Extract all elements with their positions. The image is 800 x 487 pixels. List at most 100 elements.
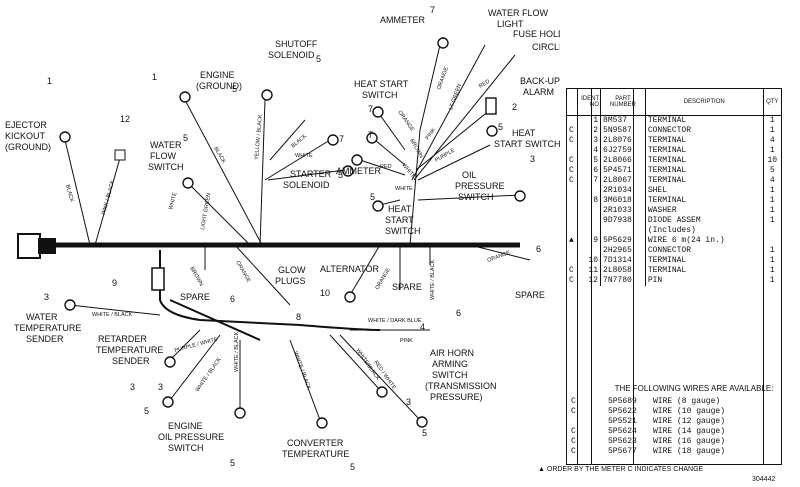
ident-number bbox=[580, 186, 602, 196]
wire-line bbox=[417, 194, 521, 201]
component-label: AMMETER bbox=[336, 166, 382, 176]
callout-number: 5 bbox=[350, 462, 355, 472]
callout-number: 5 bbox=[370, 192, 375, 202]
wire-color-label: ORANGE bbox=[234, 260, 251, 284]
description: TERMINAL bbox=[645, 136, 764, 146]
figure-number: 304442 bbox=[752, 476, 776, 483]
component-label: SHUTOFF bbox=[275, 39, 318, 49]
part-number: 2L8076 bbox=[600, 136, 646, 146]
ring-terminal bbox=[486, 125, 498, 137]
part-number: 2H2965 bbox=[600, 246, 646, 256]
ident-number: 3 bbox=[580, 136, 602, 146]
wire-line bbox=[184, 99, 263, 246]
ring-terminal bbox=[182, 177, 194, 189]
component-label: PRESSURE) bbox=[430, 392, 483, 402]
callout-number: 3 bbox=[130, 382, 135, 392]
parts-list-table: IDENT NO PART NUMBER DESCRIPTION QTY 18M… bbox=[566, 88, 782, 465]
wire-color-label: BROWN bbox=[408, 138, 424, 159]
wire-line bbox=[159, 250, 381, 331]
wire-color-label: PINK bbox=[400, 338, 413, 344]
part-number: 5P5521 bbox=[608, 417, 637, 426]
callout-number: 5 bbox=[422, 428, 427, 438]
component-label: ALTERNATOR bbox=[320, 264, 380, 274]
callout-number: 5 bbox=[232, 84, 237, 94]
description: WIRE (12 gauge) bbox=[653, 417, 726, 426]
change-mark: ▲ bbox=[569, 236, 574, 245]
ring-terminal bbox=[366, 132, 378, 144]
callout-number: 5 bbox=[144, 406, 149, 416]
callout-number: 7 bbox=[368, 104, 373, 114]
quantity: 1 bbox=[769, 196, 775, 205]
wire-color-label: WHITE / BLACK bbox=[292, 351, 312, 391]
wire-line bbox=[349, 244, 381, 296]
callout-number: 1 bbox=[152, 72, 157, 82]
quantity: 1 bbox=[769, 266, 775, 275]
col-ident: IDENT NO bbox=[580, 89, 602, 116]
component-label: PLUGS bbox=[275, 276, 306, 286]
ident-number: 7 bbox=[580, 176, 602, 186]
ident-number bbox=[580, 246, 602, 256]
ring-terminal bbox=[179, 91, 191, 103]
quantity: 4 bbox=[769, 136, 775, 145]
wire-line bbox=[264, 139, 331, 181]
wiring-harness-diagram: EJECTOR KICKOUT (GROUND) ENGINE (GROUND)… bbox=[5, 5, 560, 472]
wire-line bbox=[94, 157, 121, 246]
description: WIRE (10 gauge) bbox=[653, 407, 726, 416]
ident-number bbox=[580, 226, 602, 236]
wire-color-label: WHITE bbox=[395, 186, 413, 192]
wire-line bbox=[267, 169, 346, 181]
description: DIODE ASSEM bbox=[645, 216, 764, 226]
ring-terminal bbox=[64, 299, 76, 311]
component-label: TEMPERATURE bbox=[14, 323, 81, 333]
callout-number: 6 bbox=[536, 244, 541, 254]
change-mark bbox=[567, 256, 580, 266]
wires-header: THE FOLLOWING WIRES ARE AVAILABLE: bbox=[614, 384, 774, 393]
component-label: GLOW bbox=[278, 265, 306, 275]
ident-number: 11 bbox=[580, 266, 602, 276]
component-label: OIL bbox=[462, 170, 477, 180]
ring-terminal bbox=[344, 291, 356, 303]
wire-line bbox=[374, 139, 406, 166]
callout-number: 5 bbox=[498, 122, 503, 132]
change-mark bbox=[567, 226, 580, 236]
col-part-number: PART NUMBER bbox=[600, 89, 646, 116]
callout-number: 5 bbox=[338, 170, 343, 180]
part-number: 6J2759 bbox=[600, 146, 646, 156]
change-mark: C bbox=[569, 266, 574, 275]
quantity: 1 bbox=[769, 116, 775, 125]
component-label: SPARE bbox=[180, 292, 210, 302]
component-label: CONVERTER bbox=[287, 438, 344, 448]
part-number: 5P5677 bbox=[608, 447, 637, 456]
wire-color-label: PINK / BLACK bbox=[101, 179, 116, 215]
ident-number: 10 bbox=[580, 256, 602, 266]
component-label: FLOW bbox=[150, 151, 177, 161]
description: WIRE (8 gauge) bbox=[653, 397, 721, 406]
ring-terminal bbox=[372, 200, 384, 212]
callout-number: 1 bbox=[47, 76, 52, 86]
change-mark bbox=[567, 216, 580, 226]
description: TERMINAL bbox=[645, 146, 764, 156]
change-mark: C bbox=[571, 437, 576, 446]
change-mark: C bbox=[569, 136, 574, 145]
quantity: 1 bbox=[769, 276, 775, 285]
description: WASHER bbox=[645, 206, 764, 216]
callout-number: 2 bbox=[512, 102, 517, 112]
part-number: 5P4571 bbox=[600, 166, 646, 176]
component-label: ENGINE bbox=[200, 70, 235, 80]
wire-line bbox=[289, 339, 321, 421]
wire-color-label: WHITE bbox=[400, 162, 416, 180]
ident-number: 4 bbox=[580, 146, 602, 156]
change-mark: C bbox=[571, 397, 576, 406]
component-label: (GROUND) bbox=[5, 142, 51, 152]
wire-color-label: WHITE bbox=[168, 192, 178, 211]
wire-line bbox=[234, 244, 291, 306]
